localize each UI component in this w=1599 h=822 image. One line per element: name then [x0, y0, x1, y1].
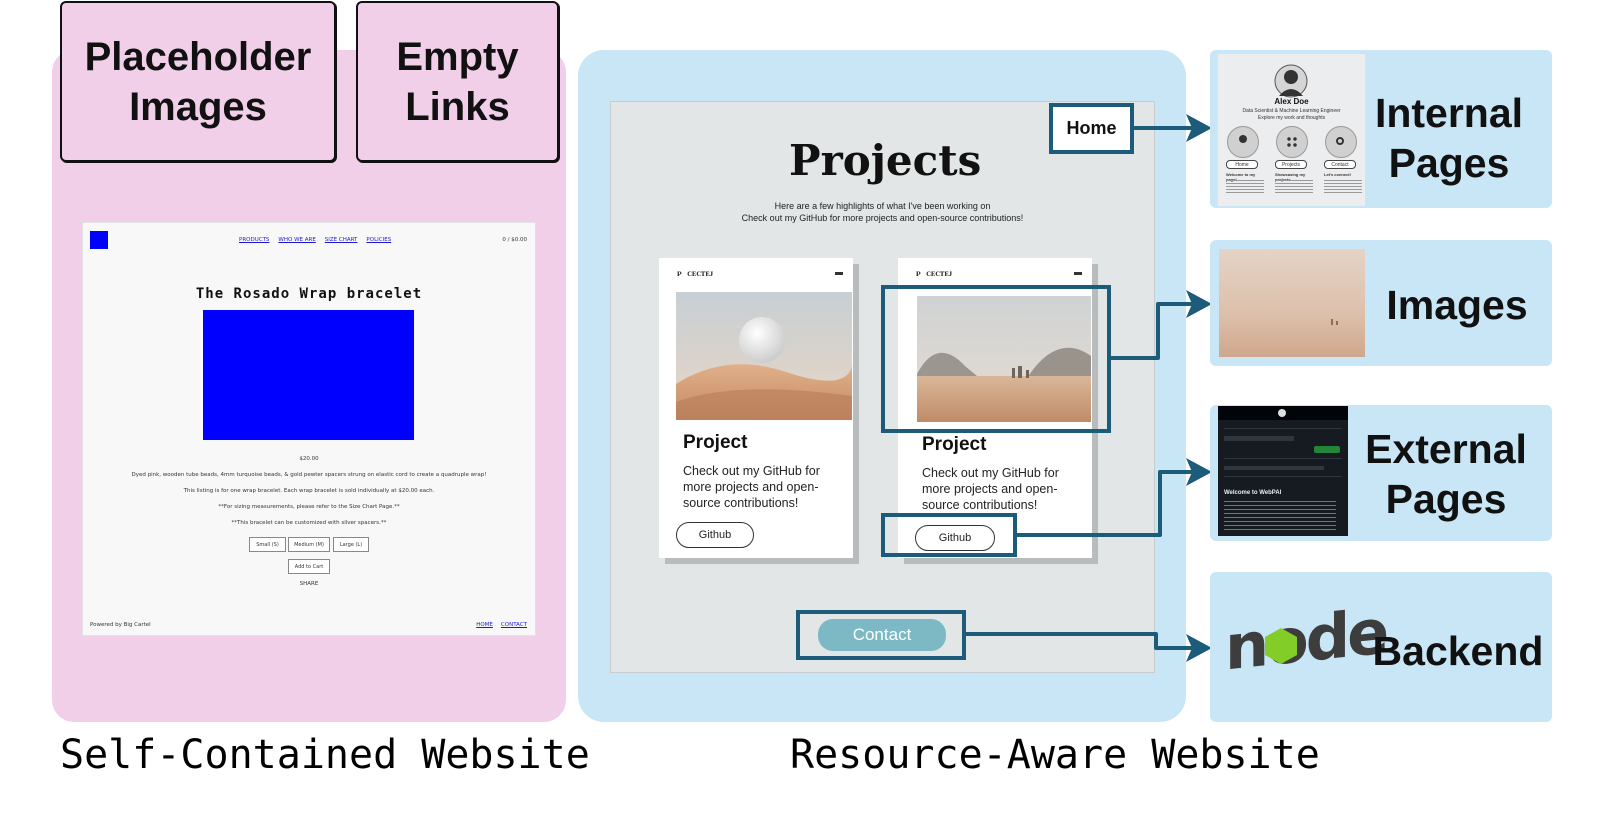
- cart-total[interactable]: 0 / $0.00: [502, 237, 527, 243]
- arrow-external: [1017, 470, 1200, 537]
- contact-form-callout: [796, 610, 966, 660]
- mini-contact-button[interactable]: Contact: [1324, 160, 1356, 169]
- project-card-1: ᴘ ᴄᴇᴄᴛᴇᴊ Project Check out my GitHub for…: [659, 258, 853, 558]
- powered-by: Powered by Big Cartel: [90, 622, 151, 628]
- product-image-placeholder: [203, 310, 414, 440]
- size-large-button[interactable]: Large (L): [333, 537, 369, 552]
- profile-name: Alex Doe: [1274, 97, 1309, 106]
- profile-role: Data Scientist & Machine Learning Engine…: [1242, 108, 1341, 114]
- col-welcome: Welcome to my page!: [1226, 172, 1256, 182]
- project-image-1: [676, 292, 852, 420]
- footer-home-link[interactable]: HOME: [476, 622, 493, 628]
- user-icon: [1227, 126, 1259, 158]
- card-menu-icon[interactable]: [835, 272, 843, 275]
- size-small-button[interactable]: Small (S): [249, 537, 286, 552]
- product-title: The Rosado Wrap bracelet: [195, 286, 423, 302]
- github-link-callout: [881, 513, 1017, 557]
- code-button[interactable]: [1314, 446, 1340, 453]
- col-welcome-lines: [1226, 180, 1264, 194]
- product-desc-1: Dyed pink, wooden tube beads, 4mm turquo…: [131, 472, 487, 478]
- contact-icon: [1325, 126, 1357, 158]
- card-text: Check out my GitHub for more projects an…: [683, 464, 820, 510]
- product-desc-4: **This bracelet can be customized with s…: [231, 520, 387, 526]
- caption-self-contained: Self-Contained Website: [60, 732, 590, 778]
- github-button[interactable]: Github: [915, 525, 995, 551]
- nodejs-logo-icon: node: [1225, 594, 1387, 685]
- avatar: [1274, 64, 1308, 98]
- share-label[interactable]: SHARE: [299, 581, 319, 587]
- product-price: $20.00: [299, 456, 319, 462]
- product-desc-3: **For sizing measurements, please refer …: [218, 504, 400, 510]
- projects-icon: [1276, 126, 1308, 158]
- card-heading: Project: [922, 434, 987, 455]
- images-label: Images: [1386, 282, 1528, 328]
- nodejs-hexagon-icon: [1265, 628, 1297, 664]
- shop-nav: PRODUCTS WHO WE ARE SIZE CHART POLICIES: [239, 237, 391, 243]
- card-menu-icon[interactable]: [1074, 272, 1082, 275]
- self-contained-site-screenshot: PRODUCTS WHO WE ARE SIZE CHART POLICIES …: [82, 222, 536, 636]
- mini-home-button[interactable]: Home: [1226, 160, 1258, 169]
- arrow-backend: [966, 632, 1200, 650]
- shop-footer-links: HOME CONTACT: [476, 622, 527, 628]
- col-connect-lines: [1324, 180, 1362, 194]
- logo-placeholder: [90, 231, 108, 249]
- caption-resource-aware: Resource-Aware Website: [790, 732, 1320, 778]
- home-link[interactable]: Home: [1066, 118, 1117, 138]
- col-projects-lines: [1275, 180, 1313, 194]
- nav-size-chart[interactable]: SIZE CHART: [324, 237, 358, 243]
- col-projects: Showcasing my projects: [1275, 172, 1306, 182]
- project-card-2: ᴘ ᴄᴇᴄᴛᴇᴊ Project Check out my GitHub for…: [898, 258, 1092, 558]
- external-page-thumbnail: Welcome to WebPAI: [1218, 406, 1348, 536]
- backend-label: Backend: [1372, 628, 1544, 674]
- readme-heading: Welcome to WebPAI: [1224, 490, 1282, 496]
- github-logo-icon: [1278, 409, 1286, 417]
- image-callout: [881, 285, 1111, 433]
- card-text: Check out my GitHub for more projects an…: [922, 466, 1059, 512]
- projects-title: Projects: [789, 136, 982, 185]
- project-image-2: [917, 296, 1091, 422]
- arrow-images: [1111, 302, 1200, 360]
- nav-products[interactable]: PRODUCTS: [239, 237, 270, 243]
- footer-contact-link[interactable]: CONTACT: [500, 622, 527, 628]
- mini-projects-button[interactable]: Projects: [1275, 160, 1307, 169]
- home-link-callout[interactable]: Home: [1049, 103, 1134, 154]
- add-to-cart-button[interactable]: Add to Cart: [288, 559, 330, 574]
- profile-tagline: Explore my work and thoughts: [1257, 115, 1326, 121]
- size-medium-button[interactable]: Medium (M): [288, 537, 330, 552]
- card-logo: ᴘ ᴄᴇᴄᴛᴇᴊ: [916, 269, 953, 279]
- image-thumbnail: [1219, 249, 1365, 357]
- internal-page-thumbnail: Alex Doe Data Scientist & Machine Learni…: [1218, 54, 1365, 206]
- github-button[interactable]: Github: [676, 522, 754, 548]
- nav-who-we-are[interactable]: WHO WE ARE: [278, 237, 316, 243]
- projects-subtitle-1: Here are a few highlights of what I've b…: [774, 201, 991, 211]
- nav-policies[interactable]: POLICIES: [366, 237, 392, 243]
- projects-subtitle-2: Check out my GitHub for more projects an…: [741, 213, 1024, 223]
- col-connect: Let's connect!: [1324, 172, 1351, 177]
- product-desc-2: This listing is for one wrap bracelet. E…: [183, 488, 435, 494]
- card-heading: Project: [683, 432, 748, 453]
- contact-button[interactable]: Contact: [818, 619, 946, 651]
- card-logo: ᴘ ᴄᴇᴄᴛᴇᴊ: [677, 269, 714, 279]
- readme-lines: [1224, 501, 1336, 531]
